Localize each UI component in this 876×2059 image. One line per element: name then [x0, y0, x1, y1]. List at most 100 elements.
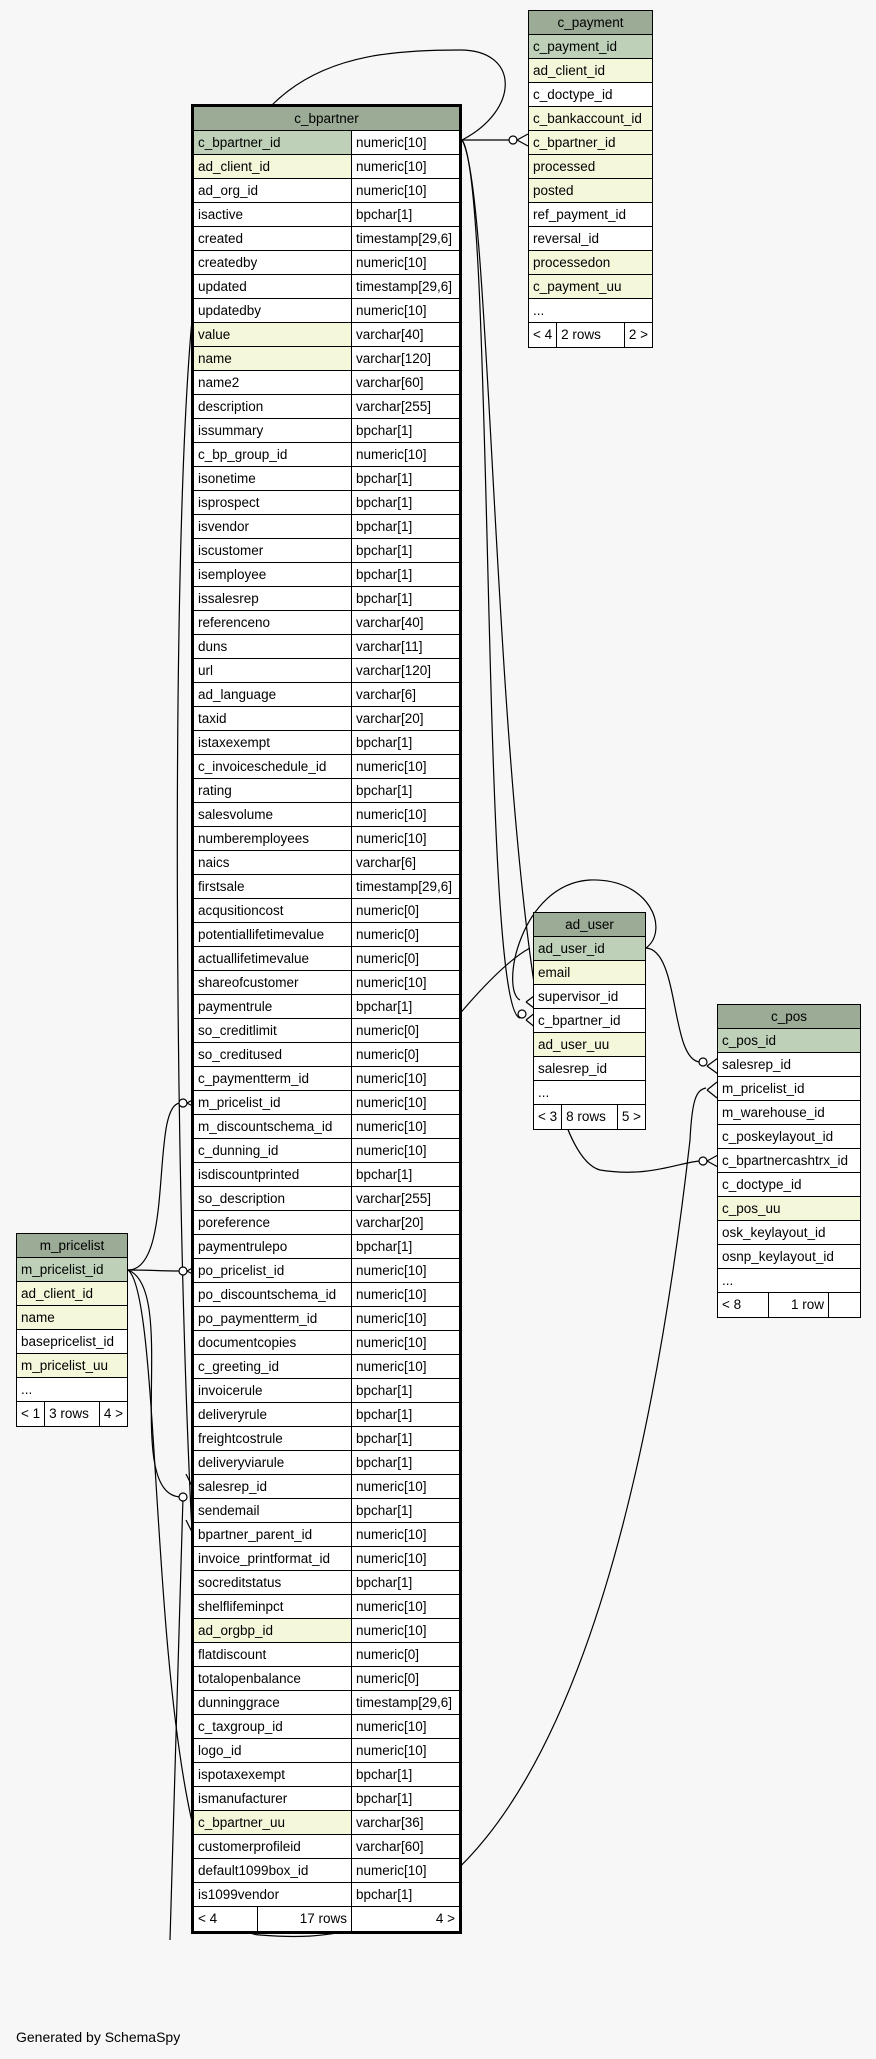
- table-row[interactable]: ...: [534, 1081, 645, 1105]
- footer-parents[interactable]: < 4: [533, 327, 553, 342]
- footer-parents[interactable]: < 8: [722, 1297, 742, 1312]
- table-row[interactable]: name: [17, 1306, 127, 1330]
- table-row[interactable]: ref_payment_id: [529, 203, 652, 227]
- table-row[interactable]: ad_client_id: [17, 1282, 127, 1306]
- table-row[interactable]: c_doctype_id: [529, 83, 652, 107]
- table-header[interactable]: c_bpartner: [194, 107, 459, 131]
- table-row[interactable]: ...: [718, 1269, 860, 1293]
- footer-parents[interactable]: < 1: [21, 1406, 41, 1421]
- table-header[interactable]: c_payment: [529, 11, 652, 35]
- footer-children[interactable]: 2 >: [623, 323, 652, 347]
- table-row[interactable]: c_pos_uu: [718, 1197, 860, 1221]
- table-row[interactable]: ad_user_id: [534, 937, 645, 961]
- table-header[interactable]: c_pos: [718, 1005, 860, 1029]
- table-row[interactable]: ...: [529, 299, 652, 323]
- table-row[interactable]: m_pricelist_id: [17, 1258, 127, 1282]
- table-row[interactable]: c_bankaccount_id: [529, 107, 652, 131]
- table-row[interactable]: m_pricelist_uu: [17, 1354, 127, 1378]
- table-row[interactable]: posted: [529, 179, 652, 203]
- footer-children[interactable]: 5 >: [616, 1105, 645, 1129]
- table-row[interactable]: osnp_keylayout_id: [718, 1245, 860, 1269]
- footer-parents[interactable]: < 3: [538, 1109, 558, 1124]
- table-row[interactable]: email: [534, 961, 645, 985]
- table-row[interactable]: ad_client_id: [529, 59, 652, 83]
- table-header[interactable]: m_pricelist: [17, 1234, 127, 1258]
- footer-children[interactable]: 4 >: [351, 1907, 459, 1931]
- table-row[interactable]: c_payment_uu: [529, 275, 652, 299]
- table-row[interactable]: basepricelist_id: [17, 1330, 127, 1354]
- table-row[interactable]: c_doctype_id: [718, 1173, 860, 1197]
- table-row[interactable]: salesrep_id: [718, 1053, 860, 1077]
- table-row[interactable]: reversal_id: [529, 227, 652, 251]
- table-row[interactable]: ...: [17, 1378, 127, 1402]
- table-row[interactable]: c_pos_id: [718, 1029, 860, 1053]
- table-row[interactable]: c_bpartner_id: [529, 131, 652, 155]
- table-row[interactable]: processedon: [529, 251, 652, 275]
- table-row[interactable]: osk_keylayout_id: [718, 1221, 860, 1245]
- footer-children[interactable]: [828, 1293, 860, 1317]
- table-row[interactable]: c_bpartnercashtrx_id: [718, 1149, 860, 1173]
- table-row[interactable]: m_warehouse_id: [718, 1101, 860, 1125]
